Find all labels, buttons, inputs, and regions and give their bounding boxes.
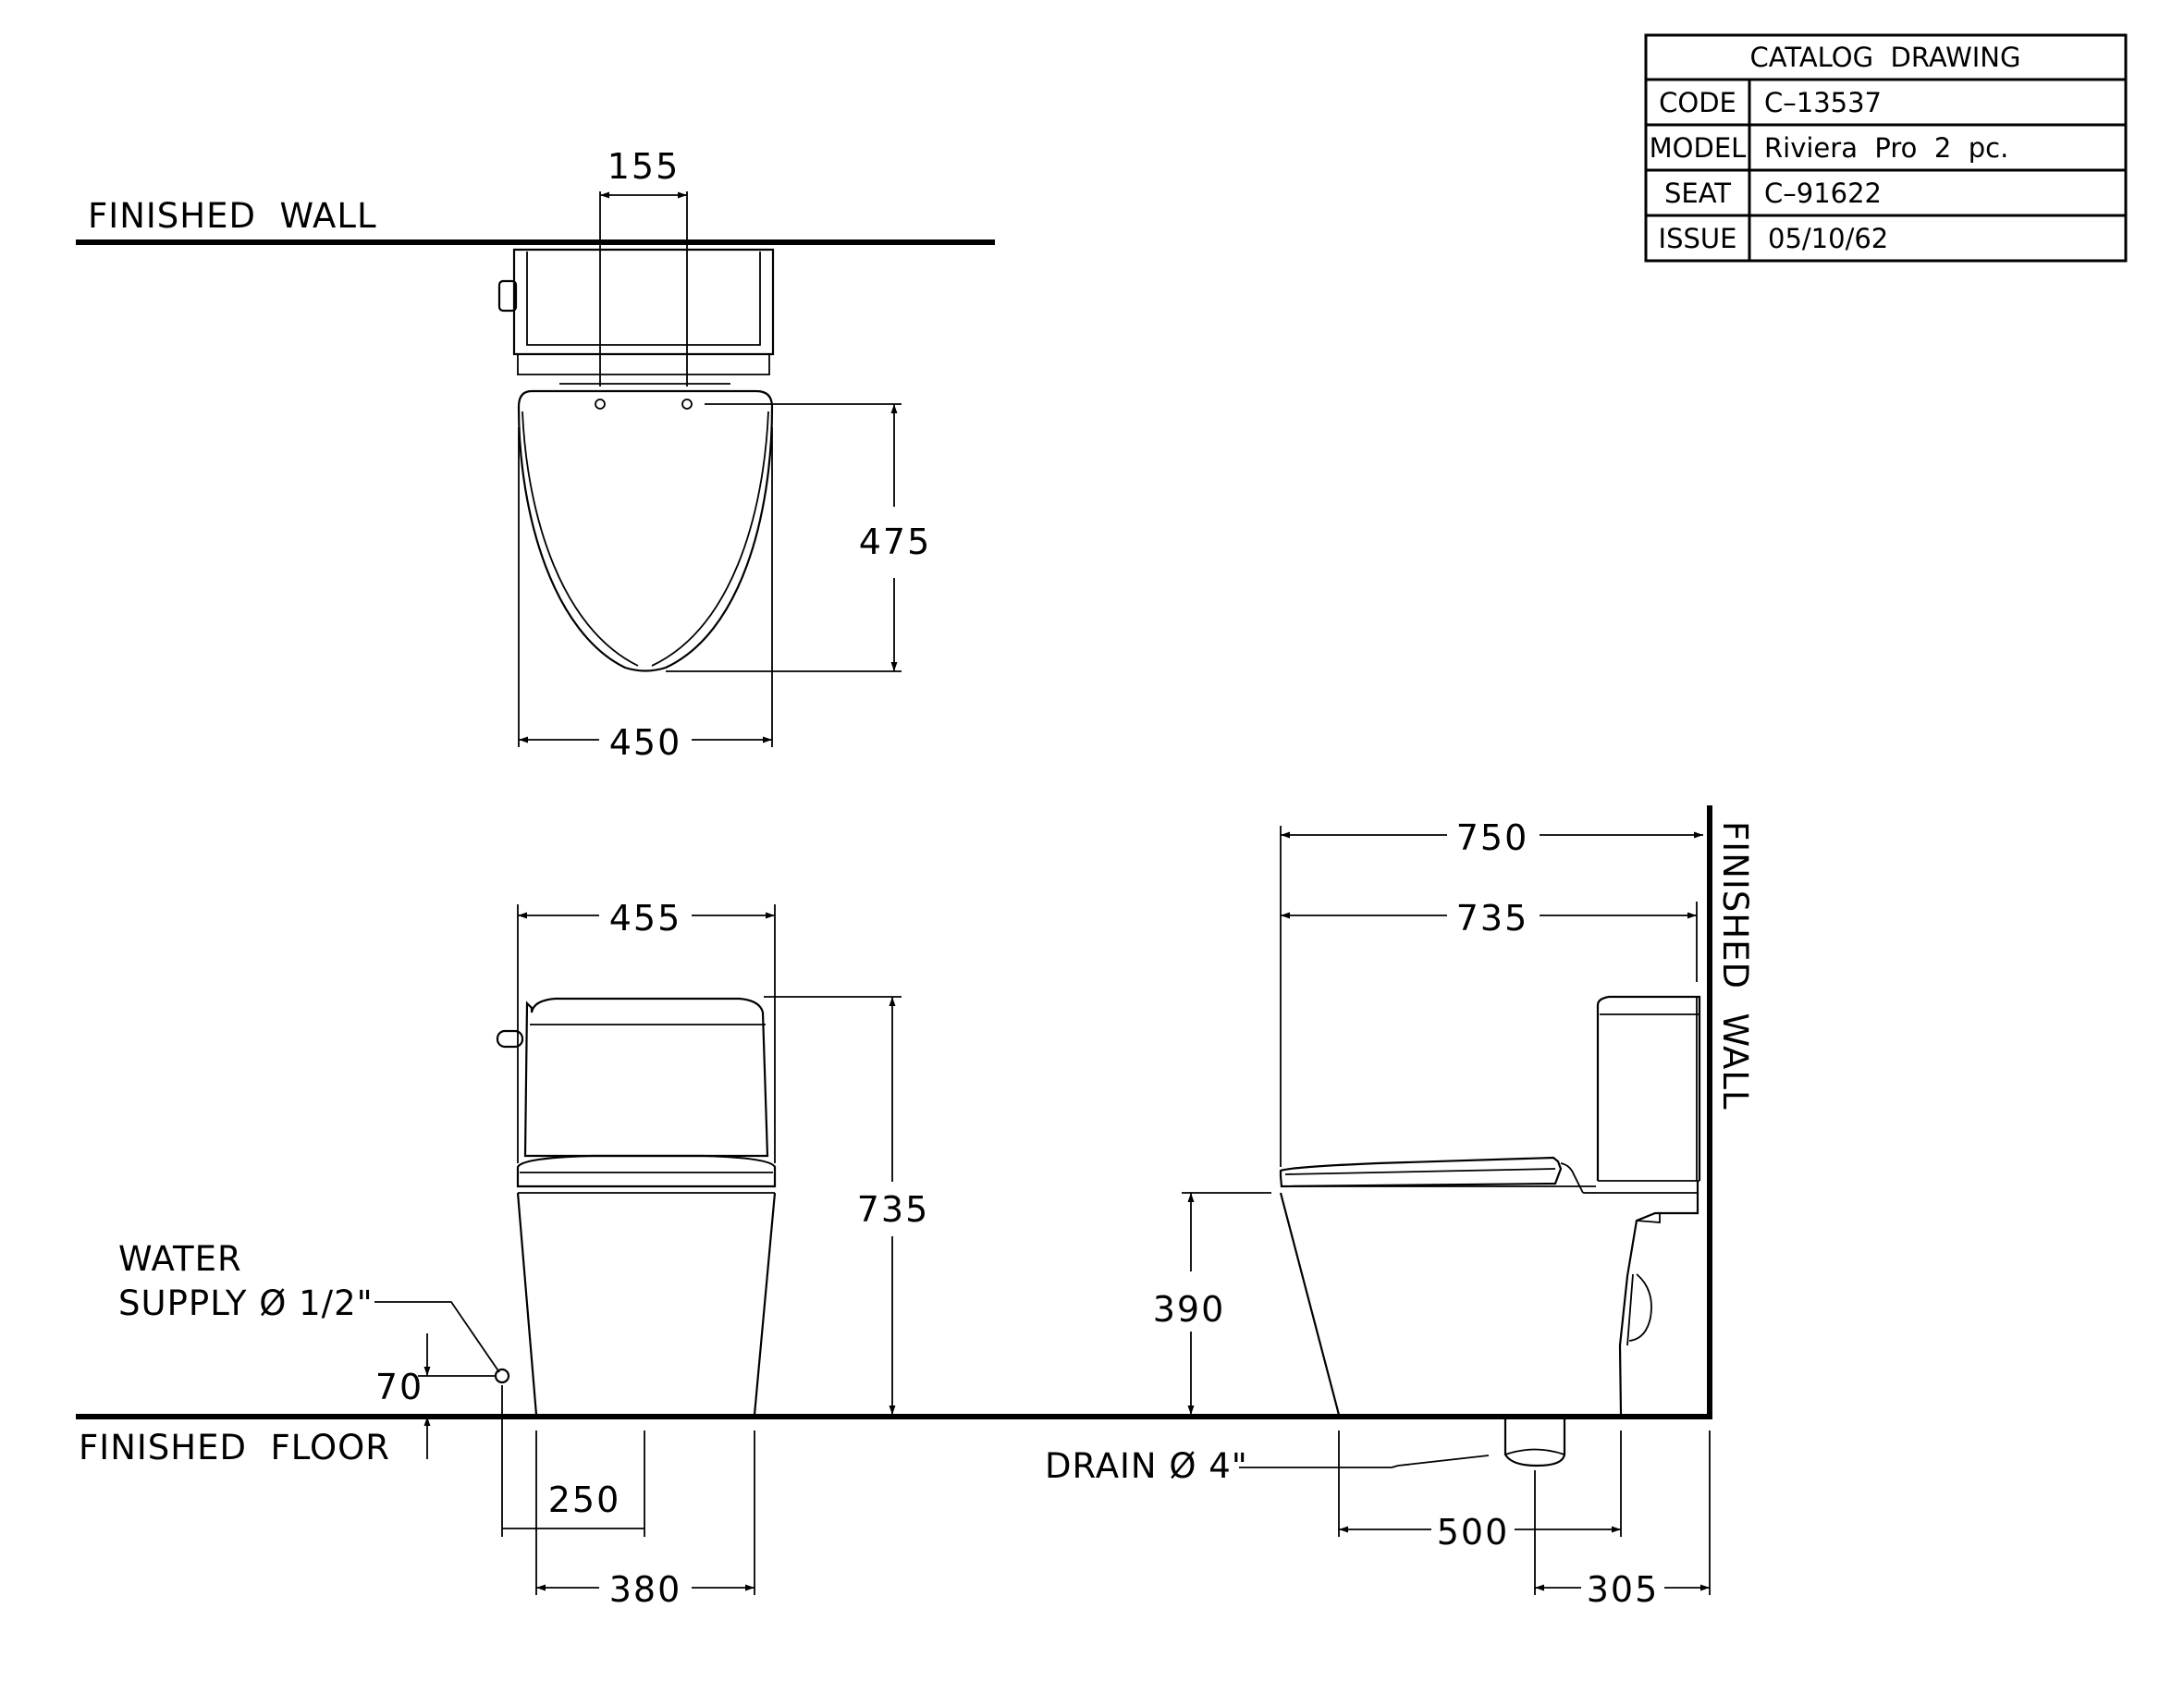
finished-wall-side-label: FINISHED WALL	[1715, 821, 1755, 1111]
seat-plan-outline	[517, 389, 774, 672]
title-block-issue-label: ISSUE	[1659, 223, 1737, 254]
tank-side-outline	[1596, 995, 1701, 1181]
title-block-code-label: CODE	[1659, 87, 1736, 118]
dim-seat-height: 390	[1153, 1289, 1226, 1330]
dim-base-width: 380	[609, 1569, 682, 1610]
dim-side-overall: 750	[1456, 817, 1529, 858]
title-block-seat-label: SEAT	[1664, 178, 1731, 209]
front-view: 455 735 WATER SUPPLY Ø 1/2" 70 250 380	[118, 898, 930, 1610]
dim-supply-height: 70	[375, 1367, 423, 1407]
seat-side-outline	[1279, 1156, 1563, 1188]
title-block-code-value: C–13537	[1764, 87, 1882, 118]
water-supply-icon	[494, 1368, 510, 1384]
title-block-model-label: MODEL	[1650, 132, 1747, 164]
water-supply-label-line1: WATER	[118, 1239, 242, 1279]
seat-front-outline	[516, 1154, 777, 1188]
finished-wall-top-label: FINISHED WALL	[88, 196, 377, 236]
flush-lever-front-icon	[496, 1029, 524, 1049]
title-block-heading: CATALOG DRAWING	[1750, 42, 2021, 73]
flush-lever-icon	[497, 279, 518, 313]
drain-pipe-icon	[1503, 1419, 1566, 1467]
title-block-issue-value: 05/10/62	[1768, 223, 1888, 254]
title-block-seat-value: C–91622	[1764, 178, 1882, 209]
tank-top-outline	[512, 248, 775, 356]
bowl-front-outline	[516, 1192, 777, 1416]
seat-hinge-hole-icon	[681, 399, 693, 410]
dim-side-body: 735	[1456, 898, 1529, 939]
dim-seat-depth: 475	[859, 522, 932, 562]
dim-top-width: 450	[609, 722, 682, 763]
title-block-model-value: Riviera Pro 2 pc.	[1764, 132, 2008, 164]
title-block: CATALOG DRAWING CODE C–13537 MODEL Rivie…	[1644, 33, 2128, 263]
finished-floor-label: FINISHED FLOOR	[79, 1428, 390, 1467]
dim-front-height: 735	[857, 1189, 930, 1230]
dim-hole-spacing: 155	[607, 146, 681, 187]
dim-drain-rough-in: 305	[1587, 1569, 1660, 1610]
tank-front-outline	[523, 997, 769, 1158]
bowl-side-outline	[1279, 1181, 1699, 1416]
dim-supply-offset: 250	[548, 1479, 621, 1520]
water-supply-label-line2: SUPPLY Ø 1/2"	[118, 1283, 374, 1323]
dim-base-depth: 500	[1437, 1512, 1510, 1553]
plan-view: FINISHED WALL 155 475 450	[76, 146, 995, 763]
seat-hinge-hole-icon	[595, 399, 606, 410]
side-view: DRAIN Ø 4" 750 735 390 500 305	[1045, 817, 1711, 1610]
dim-front-width: 455	[609, 898, 682, 939]
drain-label: DRAIN Ø 4"	[1045, 1446, 1248, 1486]
